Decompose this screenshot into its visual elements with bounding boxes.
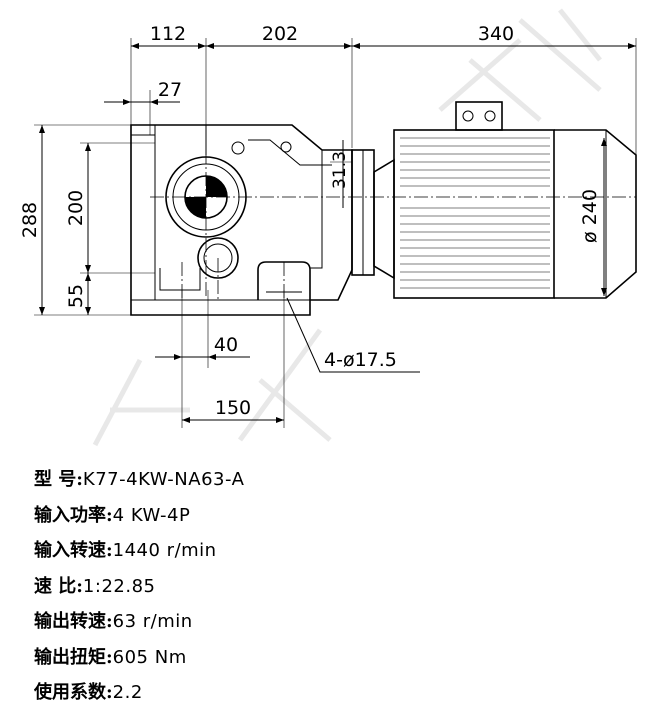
spec-value: 4 KW-4P (112, 504, 191, 526)
dim-27: 27 (158, 79, 182, 101)
spec-value: 1440 r/min (112, 540, 217, 561)
dim-31-3: 31.3 (330, 151, 350, 189)
spec-label: 输入转速: (34, 540, 113, 561)
dimension-labels: 112 202 340 27 288 200 55 31.3 ø 240 40 … (19, 23, 601, 419)
spec-value: 2.2 (112, 682, 143, 703)
spec-label: 输出转速: (34, 611, 113, 632)
spec-service-factor: 使用系数:2.2 (34, 675, 244, 711)
spec-label: 使用系数: (34, 682, 113, 703)
spec-label: 速 比: (34, 575, 83, 597)
dim-55: 55 (65, 284, 87, 308)
dim-112: 112 (150, 23, 186, 45)
spec-value: K77-4KW-NA63-A (82, 469, 245, 490)
dim-340: 340 (478, 23, 514, 45)
spec-model: 型 号:K77-4KW-NA63-A (34, 462, 244, 498)
spec-value: 63 r/min (112, 611, 193, 632)
spec-input-speed: 输入转速:1440 r/min (34, 533, 244, 569)
spec-input-power: 输入功率:4 KW-4P (34, 498, 244, 534)
spec-label: 输出扭矩: (34, 646, 113, 668)
spec-output-torque: 输出扭矩:605 Nm (34, 640, 244, 676)
adapter-flange (351, 149, 375, 276)
dim-288: 288 (19, 202, 41, 238)
dim-motor-diameter: ø 240 (579, 189, 601, 243)
dim-202: 202 (262, 23, 298, 45)
spec-label: 输入功率: (34, 504, 113, 526)
watermark (92, 8, 602, 447)
motor-fins (400, 137, 550, 289)
spec-ratio: 速 比:1:22.85 (34, 569, 244, 605)
dim-holes: 4-ø17.5 (324, 349, 397, 371)
spec-output-speed: 输出转速:63 r/min (34, 604, 244, 640)
terminal-box (455, 101, 503, 131)
spec-list: 型 号:K77-4KW-NA63-A 输入功率:4 KW-4P 输入转速:144… (34, 462, 244, 711)
centre-lines (150, 128, 636, 302)
spec-value: 1:22.85 (82, 575, 156, 597)
gearbox-housing (130, 124, 353, 316)
dim-200: 200 (65, 190, 87, 226)
motor (373, 101, 637, 299)
spec-label: 型 号: (34, 469, 83, 490)
spec-value: 605 Nm (112, 646, 187, 668)
dim-40: 40 (214, 334, 238, 356)
dim-150: 150 (215, 397, 251, 419)
